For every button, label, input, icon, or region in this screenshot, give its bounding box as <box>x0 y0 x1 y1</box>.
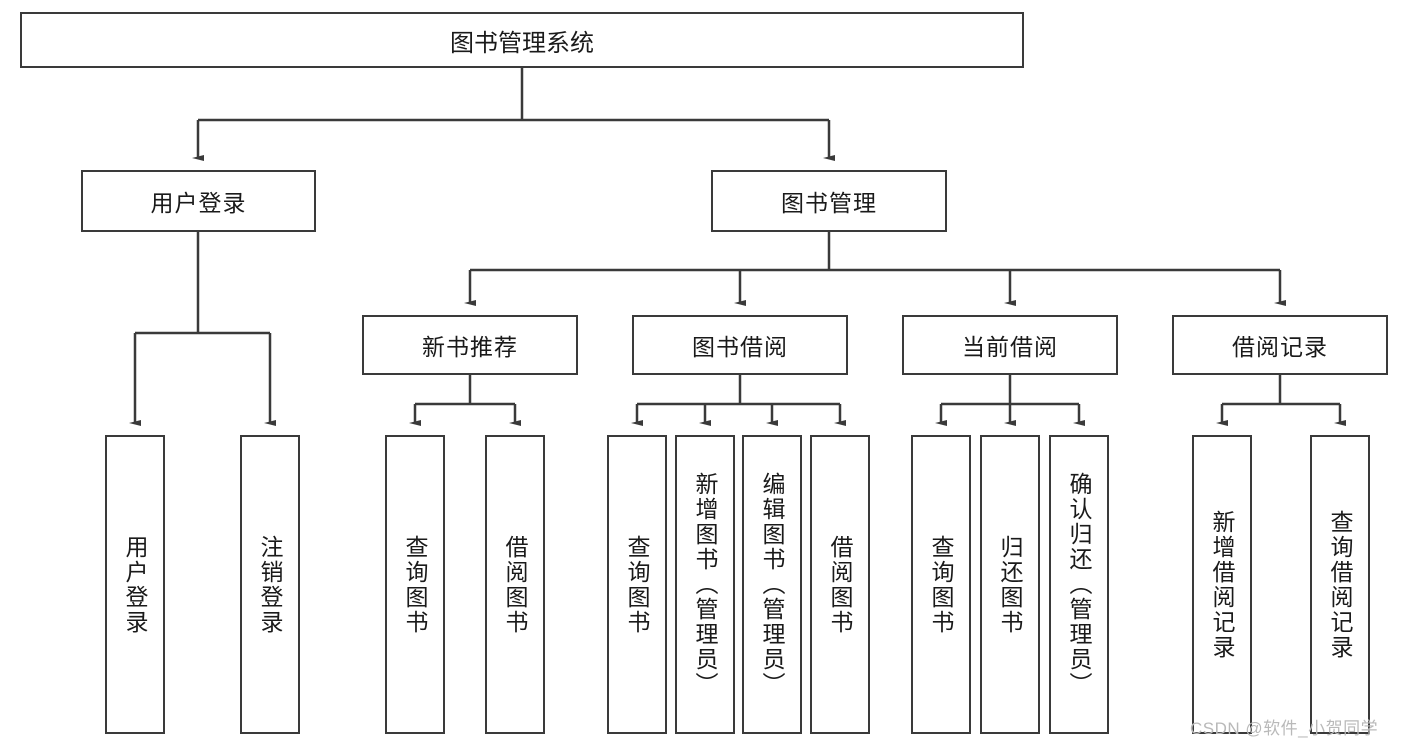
leaf-user-login-logout[interactable]: 注销登录 <box>240 435 300 734</box>
leaf-label: 用户登录 <box>122 534 149 635</box>
node-new-book-recommend[interactable]: 新书推荐 <box>362 315 578 375</box>
leaf-book-borrow-edit[interactable]: 编辑图书（管理员） <box>742 435 802 734</box>
node-book-manage[interactable]: 图书管理 <box>711 170 947 232</box>
leaf-label: 确认归还（管理员） <box>1066 472 1093 697</box>
leaf-label: 查询图书 <box>624 534 651 635</box>
leaf-current-borrow-query[interactable]: 查询图书 <box>911 435 971 734</box>
leaf-label: 借阅图书 <box>502 534 529 635</box>
leaf-label: 编辑图书（管理员） <box>759 472 786 697</box>
leaf-user-login-login[interactable]: 用户登录 <box>105 435 165 734</box>
leaf-book-borrow-query[interactable]: 查询图书 <box>607 435 667 734</box>
leaf-current-borrow-return[interactable]: 归还图书 <box>980 435 1040 734</box>
leaf-label: 归还图书 <box>997 534 1024 635</box>
leaf-borrow-record-add[interactable]: 新增借阅记录 <box>1192 435 1252 734</box>
node-book-borrow[interactable]: 图书借阅 <box>632 315 848 375</box>
leaf-label: 查询图书 <box>402 534 429 635</box>
leaf-new-book-borrow[interactable]: 借阅图书 <box>485 435 545 734</box>
csdn-watermark: CSDN @软件_小贺同学 <box>1190 719 1379 738</box>
leaf-new-book-query[interactable]: 查询图书 <box>385 435 445 734</box>
node-root[interactable]: 图书管理系统 <box>20 12 1024 68</box>
node-borrow-record[interactable]: 借阅记录 <box>1172 315 1388 375</box>
leaf-book-borrow-borrow[interactable]: 借阅图书 <box>810 435 870 734</box>
leaf-current-borrow-confirm[interactable]: 确认归还（管理员） <box>1049 435 1109 734</box>
leaf-label: 新增图书（管理员） <box>692 472 719 697</box>
node-user-login[interactable]: 用户登录 <box>81 170 316 232</box>
leaf-label: 查询借阅记录 <box>1327 509 1354 660</box>
leaf-book-borrow-add[interactable]: 新增图书（管理员） <box>675 435 735 734</box>
leaf-label: 查询图书 <box>928 534 955 635</box>
node-current-borrow[interactable]: 当前借阅 <box>902 315 1118 375</box>
leaf-borrow-record-query[interactable]: 查询借阅记录 <box>1310 435 1370 734</box>
leaf-label: 借阅图书 <box>827 534 854 635</box>
leaf-label: 新增借阅记录 <box>1209 509 1236 660</box>
leaf-label: 注销登录 <box>257 534 284 635</box>
